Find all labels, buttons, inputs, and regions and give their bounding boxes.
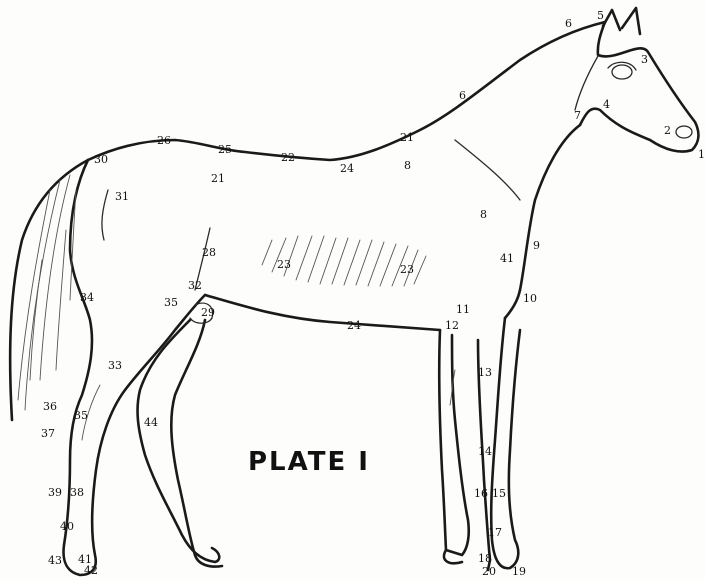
point-label: 13 [478,366,492,379]
point-label: 18 [478,552,492,565]
point-label: 31 [115,190,129,203]
thigh-line [102,190,108,240]
belly [205,295,440,330]
tail-hair-3 [18,190,50,400]
throat [520,125,580,290]
foreleg-near [439,330,469,555]
point-label: 1 [698,148,705,161]
tail-hair-4 [56,230,66,370]
rib-9 [356,240,372,285]
head [580,22,698,152]
point-label: 5 [597,9,604,22]
point-label: 41 [500,252,514,265]
rib-1 [262,240,272,265]
eye [612,65,632,79]
point-label: 21 [400,131,414,144]
point-label: 15 [492,487,506,500]
point-label: 32 [188,279,202,292]
breast [505,290,520,318]
point-label: 42 [84,564,98,577]
horse-outline [64,8,699,575]
point-label: 44 [144,416,158,429]
point-label: 40 [60,520,74,533]
point-label: 33 [108,359,122,372]
tail-outer [10,160,88,420]
jaw-line [575,56,598,110]
point-label: 17 [488,526,502,539]
point-label: 9 [533,239,540,252]
point-labels: 1 2 3 4 5 6 6 7 8 8 9 10 11 12 13 14 15 … [41,9,705,578]
point-label: 24 [340,162,354,175]
shoulder-line [455,140,520,200]
point-label: 20 [482,565,496,578]
point-label: 6 [459,89,466,102]
point-label: 10 [523,292,537,305]
point-label: 16 [474,487,488,500]
rib-7 [332,238,348,284]
point-label: 22 [281,151,295,164]
point-label: 2 [664,124,671,137]
point-label: 23 [277,258,291,271]
point-label: 19 [512,565,526,578]
tail [10,160,88,420]
point-label: 25 [218,143,232,156]
ear-left [603,10,620,30]
eye-lid [608,62,636,70]
point-label: 7 [574,109,581,122]
point-label: 26 [157,134,171,147]
hindleg-far-front [171,320,205,555]
rib-5 [308,236,324,282]
hindleg-far [138,320,220,562]
point-label: 34 [80,291,94,304]
point-label: 6 [565,17,572,30]
point-label: 12 [445,319,459,332]
point-label: 28 [202,246,216,259]
point-label: 29 [201,306,215,319]
rib-14 [414,256,426,284]
point-label: 43 [48,554,62,567]
point-label: 24 [347,319,361,332]
point-label: 37 [41,427,55,440]
rib-10 [368,242,384,286]
point-label: 8 [480,208,487,221]
point-label: 11 [456,303,470,316]
point-label: 36 [43,400,57,413]
point-label: 3 [641,53,648,66]
point-label: 23 [400,263,414,276]
tail-hair-1 [40,175,70,380]
point-label: 39 [48,486,62,499]
nostril [676,126,692,138]
rib-4 [296,236,312,280]
tail-hair-5 [30,260,42,380]
rib-6 [320,238,336,284]
rib-8 [344,240,360,285]
plate-title: PLATE I [248,447,370,477]
point-label: 38 [70,486,84,499]
point-label: 14 [478,445,492,458]
point-label: 35 [164,296,178,309]
rib-11 [380,244,396,286]
point-label: 30 [94,153,108,166]
point-label: 35 [74,409,88,422]
point-label: 4 [603,98,610,111]
ear-right [622,8,640,34]
point-label: 8 [404,159,411,172]
point-label: 21 [211,172,225,185]
